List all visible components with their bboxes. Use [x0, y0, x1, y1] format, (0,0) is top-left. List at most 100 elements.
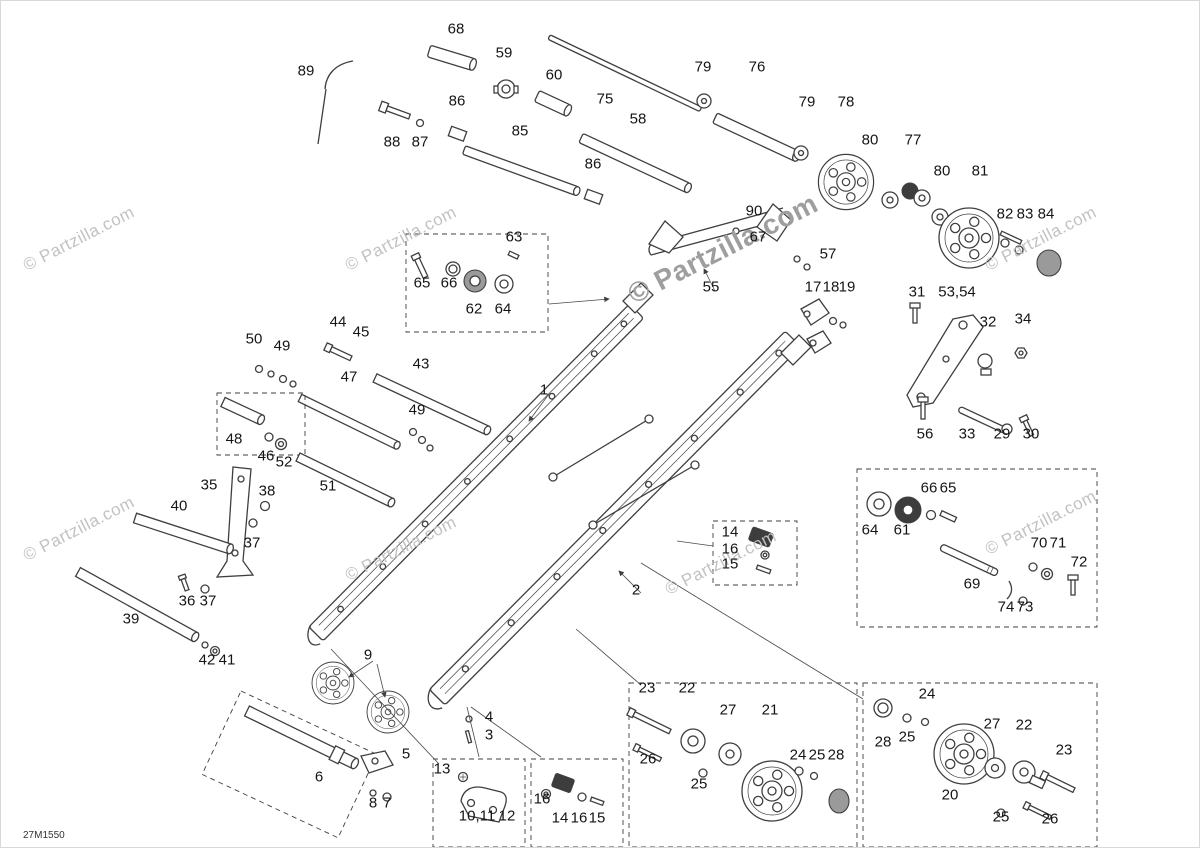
- part-label-84: 84: [1037, 205, 1055, 223]
- part-label-59: 59: [495, 44, 513, 62]
- part-label-49: 49: [273, 337, 291, 355]
- part-label-28: 28: [827, 746, 845, 764]
- part-label-25: 25: [690, 775, 708, 793]
- part-label-77: 77: [904, 131, 922, 149]
- part-label-37: 37: [199, 592, 217, 610]
- part-label-32: 32: [979, 313, 997, 331]
- part-label-65: 65: [939, 479, 957, 497]
- part-label-83: 83: [1016, 205, 1034, 223]
- part-label-73: 73: [1016, 598, 1034, 616]
- part-label-66: 66: [920, 479, 938, 497]
- part-label-22: 22: [1015, 716, 1033, 734]
- part-label-57: 57: [819, 245, 837, 263]
- part-label-9: 9: [363, 646, 373, 664]
- part-label-24: 24: [789, 746, 807, 764]
- part-label-16: 16: [533, 790, 551, 808]
- part-label-87: 87: [411, 133, 429, 151]
- part-label-15: 15: [588, 809, 606, 827]
- inset-rear-wheel-right: [862, 682, 1098, 847]
- rail-links: [548, 282, 812, 530]
- front-arm: [74, 466, 271, 657]
- part-label-86: 86: [448, 92, 466, 110]
- part-label-13: 13: [433, 760, 451, 778]
- part-label-60: 60: [545, 66, 563, 84]
- part-label-38: 38: [258, 482, 276, 500]
- part-label-14: 14: [721, 523, 739, 541]
- part-label-89: 89: [297, 62, 315, 80]
- part-label-64: 64: [494, 300, 512, 318]
- part-label-23: 23: [638, 679, 656, 697]
- upper-tubes: [377, 34, 809, 206]
- part-label-25: 25: [992, 808, 1010, 826]
- leader-lines: [330, 268, 864, 765]
- part-label-20: 20: [941, 786, 959, 804]
- inset-slider-pad-2: [530, 758, 624, 847]
- part-label-10-11: 10,11: [458, 807, 496, 825]
- part-label-68: 68: [447, 20, 465, 38]
- part-label-15: 15: [721, 555, 739, 573]
- part-label-18: 18: [822, 278, 840, 296]
- part-label-14: 14: [551, 809, 569, 827]
- part-label-80: 80: [861, 131, 879, 149]
- part-label-70: 70: [1030, 534, 1048, 552]
- part-label-41: 41: [218, 651, 236, 669]
- hook-rod: [317, 60, 354, 145]
- part-label-35: 35: [200, 476, 218, 494]
- part-label-69: 69: [963, 575, 981, 593]
- part-label-28: 28: [874, 733, 892, 751]
- part-label-1: 1: [539, 381, 549, 399]
- part-label-88: 88: [383, 133, 401, 151]
- inset-shaft-assembly: [856, 468, 1098, 628]
- part-label-36: 36: [178, 592, 196, 610]
- axle-inset: [201, 690, 394, 839]
- part-label-6: 6: [314, 768, 324, 786]
- part-label-64: 64: [861, 521, 879, 539]
- part-label-12: 12: [498, 807, 516, 825]
- part-label-31: 31: [908, 283, 926, 301]
- part-label-33: 33: [958, 425, 976, 443]
- part-label-30: 30: [1022, 425, 1040, 443]
- part-label-16: 16: [721, 540, 739, 558]
- part-label-90: 90: [745, 202, 763, 220]
- part-label-22: 22: [678, 679, 696, 697]
- part-label-43: 43: [412, 355, 430, 373]
- part-label-50: 50: [245, 330, 263, 348]
- part-label-37: 37: [243, 534, 261, 552]
- part-label-51: 51: [319, 477, 337, 495]
- part-label-79: 79: [798, 93, 816, 111]
- cross-shaft: [648, 203, 811, 271]
- part-label-25: 25: [898, 728, 916, 746]
- inset-bushings: [405, 233, 610, 333]
- part-label-26: 26: [639, 750, 657, 768]
- part-label-82: 82: [996, 205, 1014, 223]
- part-label-61: 61: [893, 521, 911, 539]
- part-label-80: 80: [933, 162, 951, 180]
- part-label-53-54: 53,54: [938, 283, 976, 301]
- part-label-78: 78: [837, 93, 855, 111]
- part-label-5: 5: [401, 745, 411, 763]
- part-label-29: 29: [993, 425, 1011, 443]
- part-label-17: 17: [804, 278, 822, 296]
- part-label-81: 81: [971, 162, 989, 180]
- part-label-56: 56: [916, 425, 934, 443]
- part-label-21: 21: [761, 701, 779, 719]
- rail-tip-hardware: [464, 715, 473, 744]
- part-label-71: 71: [1049, 534, 1067, 552]
- part-label-26: 26: [1041, 810, 1059, 828]
- part-label-25: 25: [808, 746, 826, 764]
- part-label-75: 75: [596, 90, 614, 108]
- part-label-42: 42: [198, 651, 216, 669]
- part-label-34: 34: [1014, 310, 1032, 328]
- rear-arm-bracket: [906, 302, 1035, 438]
- part-label-8: 8: [368, 794, 378, 812]
- mid-tubes: [216, 341, 492, 508]
- upper-idler-wheels: [817, 153, 1062, 277]
- part-label-48: 48: [225, 430, 243, 448]
- part-label-27: 27: [719, 701, 737, 719]
- part-label-76: 76: [748, 58, 766, 76]
- part-label-2: 2: [631, 581, 641, 599]
- part-label-44: 44: [329, 313, 347, 331]
- part-label-47: 47: [340, 368, 358, 386]
- part-label-27: 27: [983, 715, 1001, 733]
